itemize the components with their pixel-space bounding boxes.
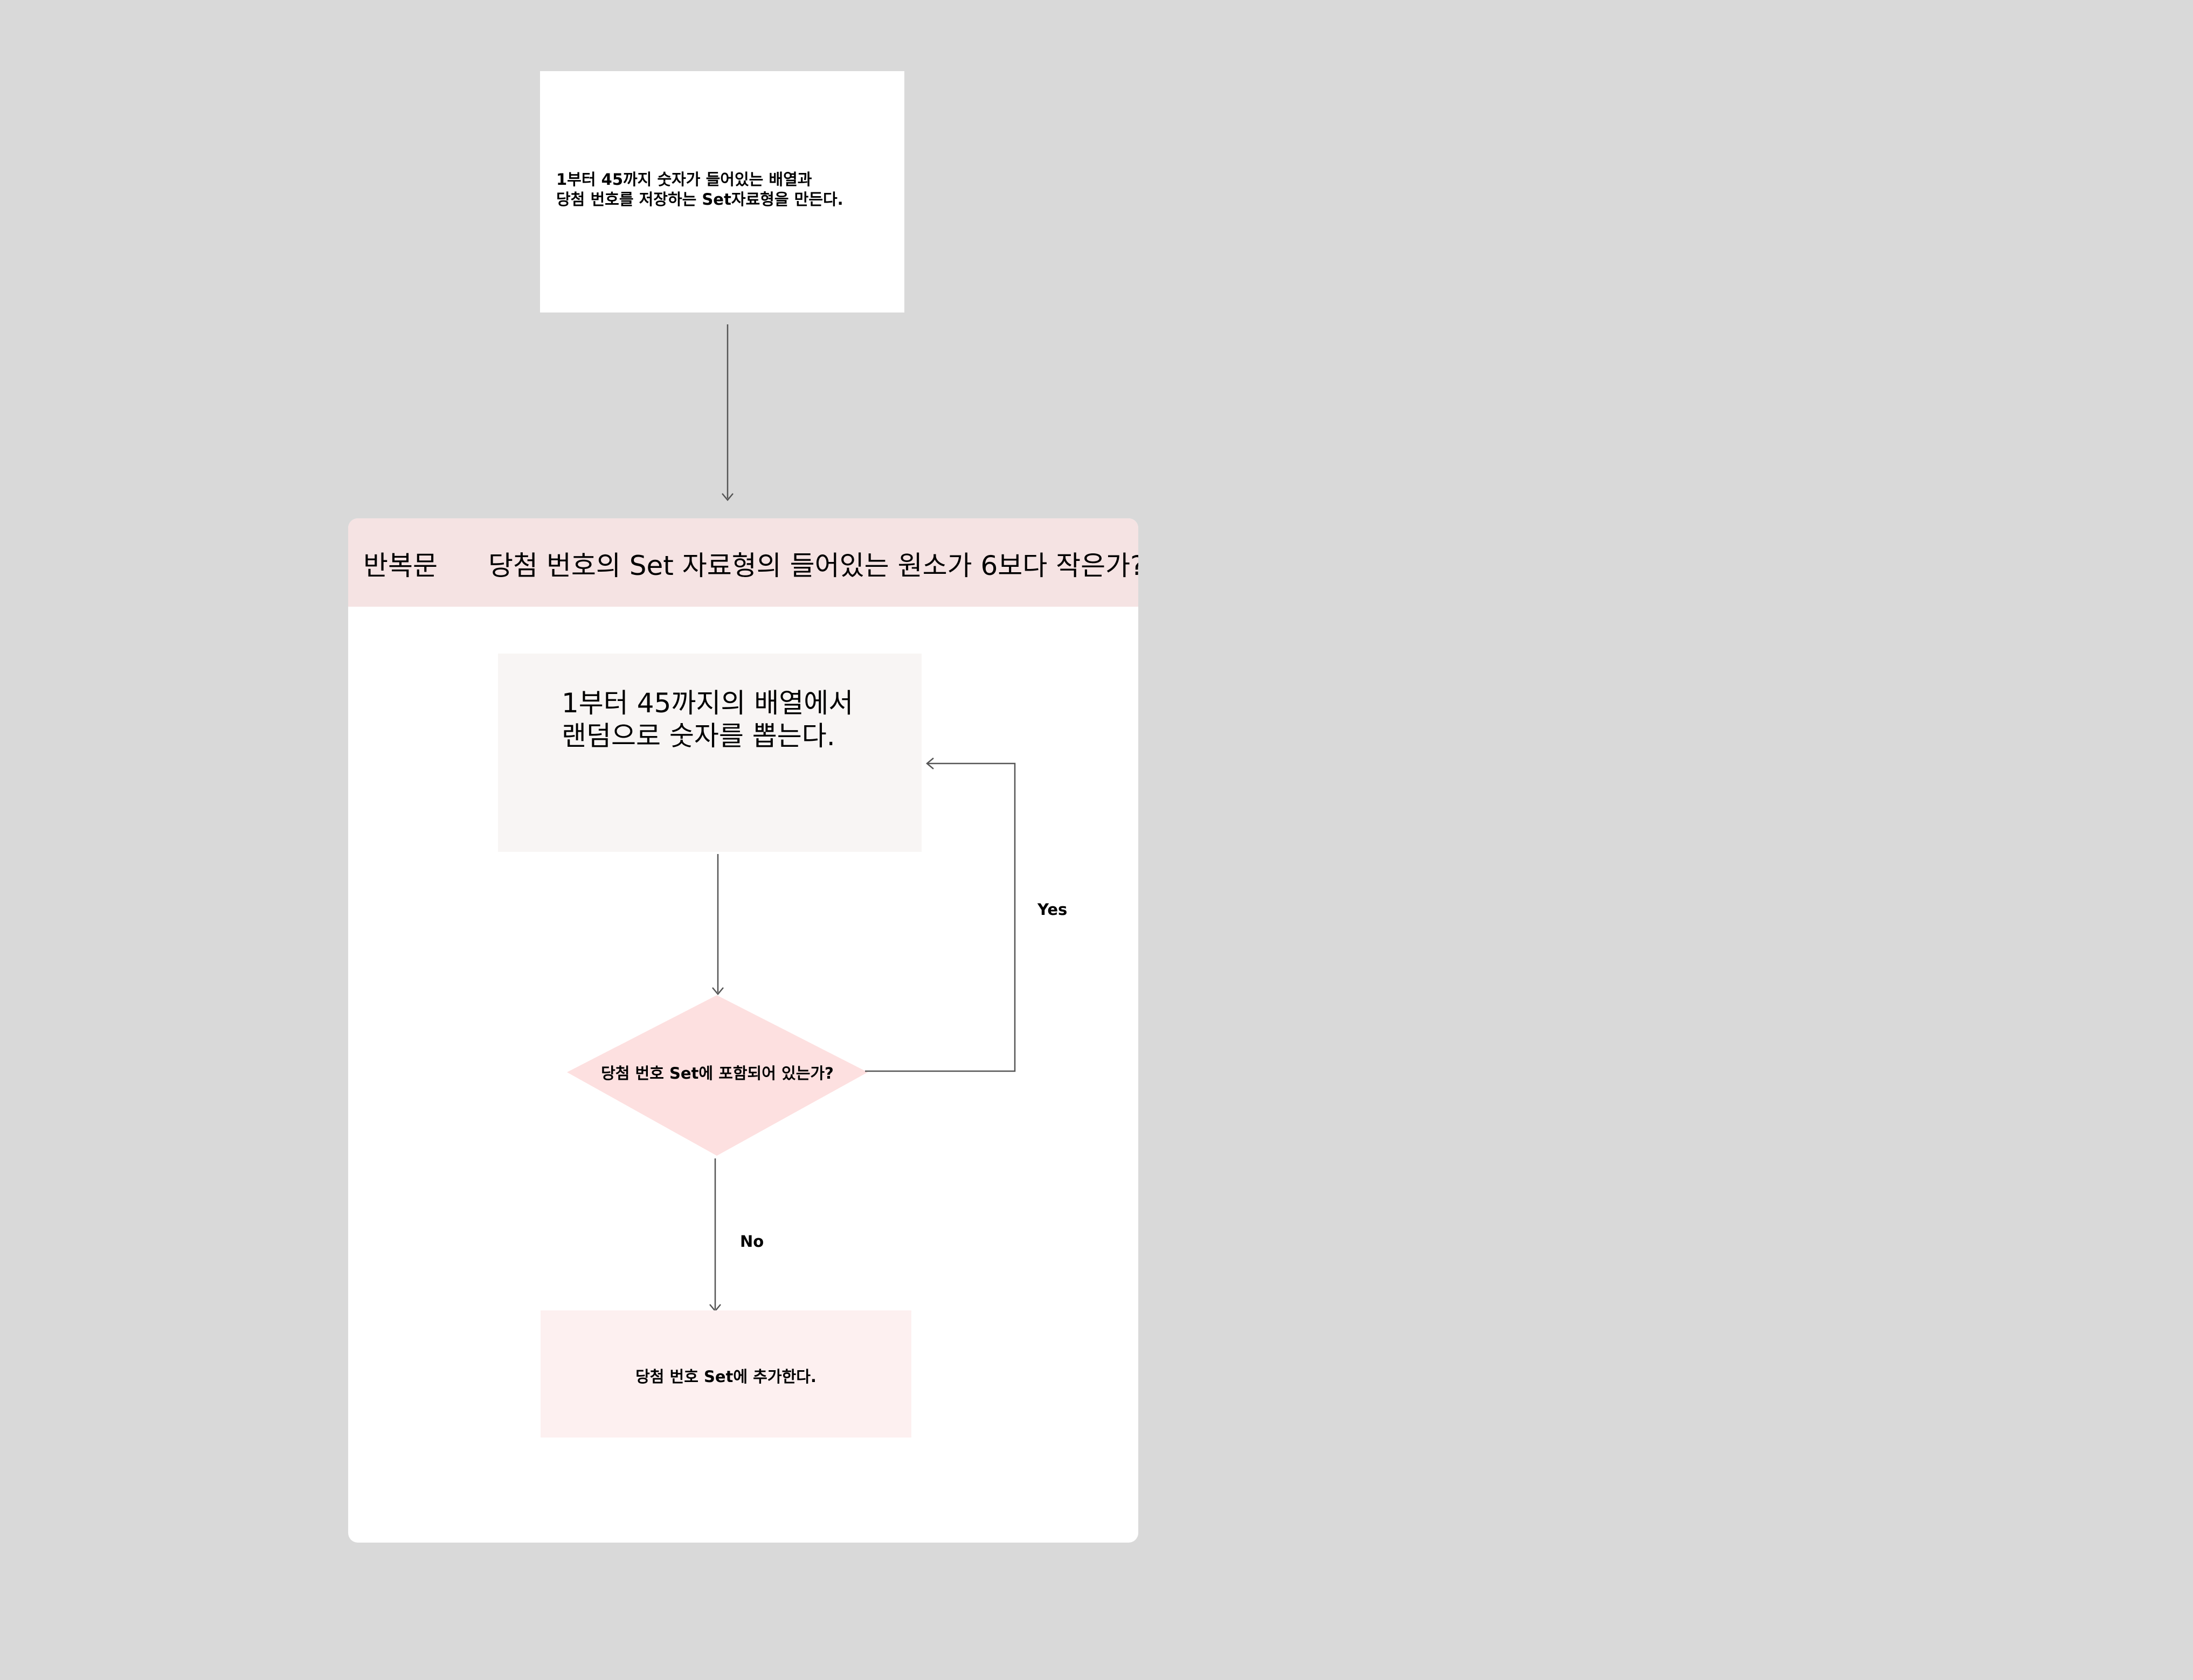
loop-header[interactable]: 반복문 당첨 번호의 Set 자료형의 들어있는 원소가 6보다 작은가? [348, 518, 1138, 607]
no-edge-label: No [740, 1232, 764, 1251]
add-to-set-box[interactable]: 당첨 번호 Set에 추가한다. [541, 1310, 911, 1438]
draw-number-text: 1부터 45까지의 배열에서 랜덤으로 숫자를 뽑는다. [562, 688, 854, 752]
loop-label: 반복문 [363, 550, 438, 581]
arrowhead-yes-loopback [926, 758, 934, 769]
arrowhead-draw-to-decision [712, 987, 724, 995]
loop-condition-text: 당첨 번호의 Set 자료형의 들어있는 원소가 6보다 작은가? [488, 550, 1138, 581]
draw-number-box[interactable]: 1부터 45까지의 배열에서 랜덤으로 숫자를 뽑는다. [498, 654, 922, 852]
start-process-box[interactable]: 1부터 45까지 숫자가 들어있는 배열과 당첨 번호를 저장하는 Set자료형… [540, 71, 904, 313]
yes-edge-label: Yes [1037, 900, 1068, 919]
add-to-set-text: 당첨 번호 Set에 추가한다. [635, 1367, 817, 1386]
start-process-text: 1부터 45까지 숫자가 들어있는 배열과 당첨 번호를 저장하는 Set자료형… [556, 170, 843, 209]
arrow-yes-loopback [865, 762, 1016, 1072]
decision-diamond[interactable] [567, 995, 868, 1156]
decision-text: 당첨 번호 Set에 포함되어 있는가? [601, 1064, 834, 1082]
arrowhead-start-to-loop [722, 493, 734, 501]
